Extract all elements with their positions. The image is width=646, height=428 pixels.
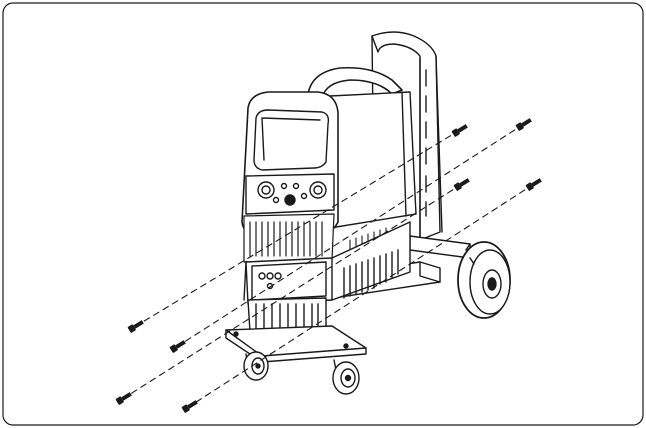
screw-3 bbox=[453, 178, 470, 191]
screw-6 bbox=[169, 340, 186, 353]
assembly-guide-lines bbox=[123, 123, 535, 407]
screw-1 bbox=[451, 124, 468, 137]
screw-5 bbox=[127, 320, 144, 333]
front-wheel-left bbox=[243, 351, 269, 381]
screw-7 bbox=[115, 392, 132, 405]
screw-2 bbox=[515, 118, 532, 131]
screws bbox=[115, 118, 542, 413]
welder-unit bbox=[241, 66, 417, 279]
front-base bbox=[225, 325, 367, 363]
rear-wheel bbox=[457, 241, 511, 319]
screw-4 bbox=[525, 178, 542, 191]
front-wheel-right bbox=[332, 359, 360, 395]
screw-8 bbox=[181, 400, 198, 413]
